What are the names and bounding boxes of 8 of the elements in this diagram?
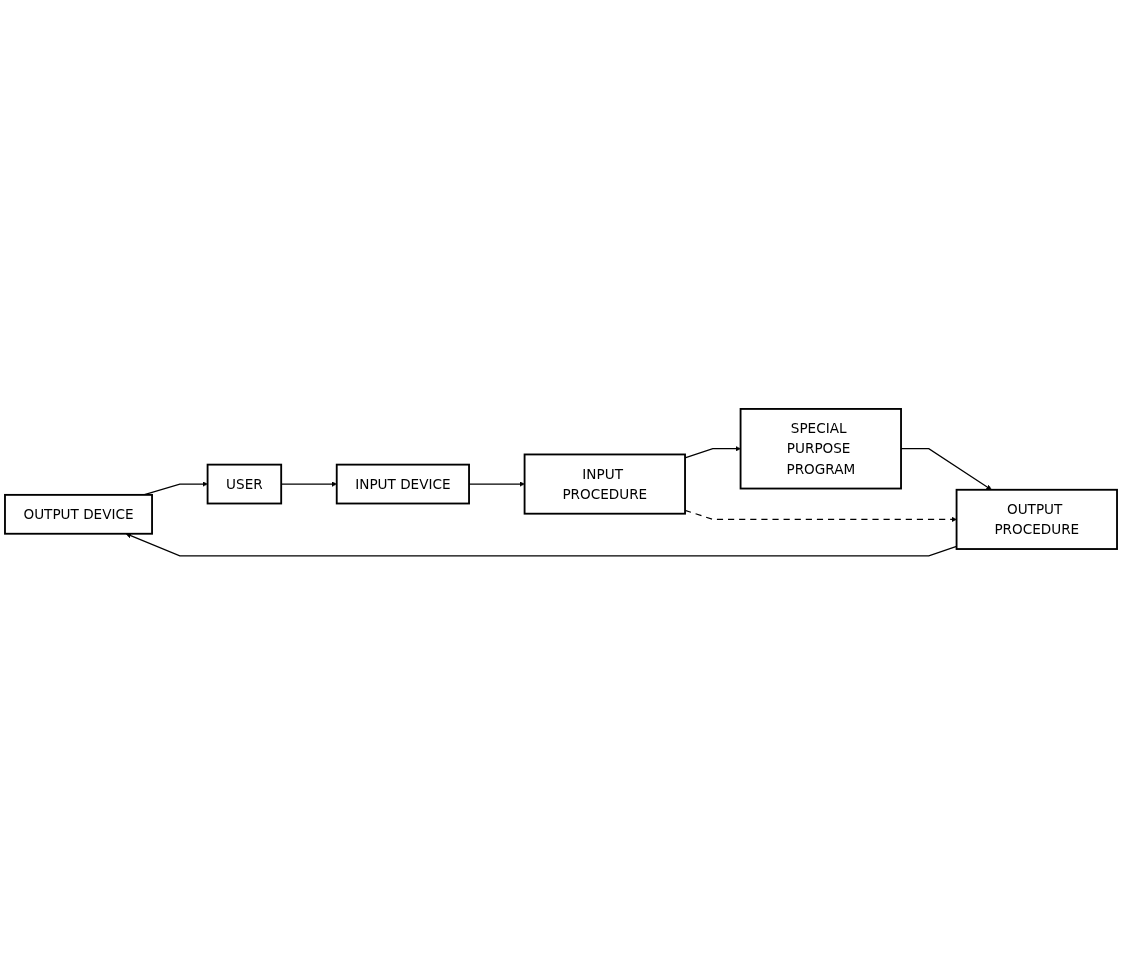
node-box: OUTPUT DEVICE <box>4 494 153 535</box>
node-box: INPUT PROCEDURE <box>523 453 686 515</box>
node-box: OUTPUT PROCEDURE <box>955 489 1118 551</box>
node-box: SPECIAL PURPOSE PROGRAM <box>739 408 902 490</box>
node-box: INPUT DEVICE <box>335 463 470 505</box>
arrow <box>125 533 958 557</box>
arrow <box>143 481 208 496</box>
node-box: USER <box>206 463 283 505</box>
